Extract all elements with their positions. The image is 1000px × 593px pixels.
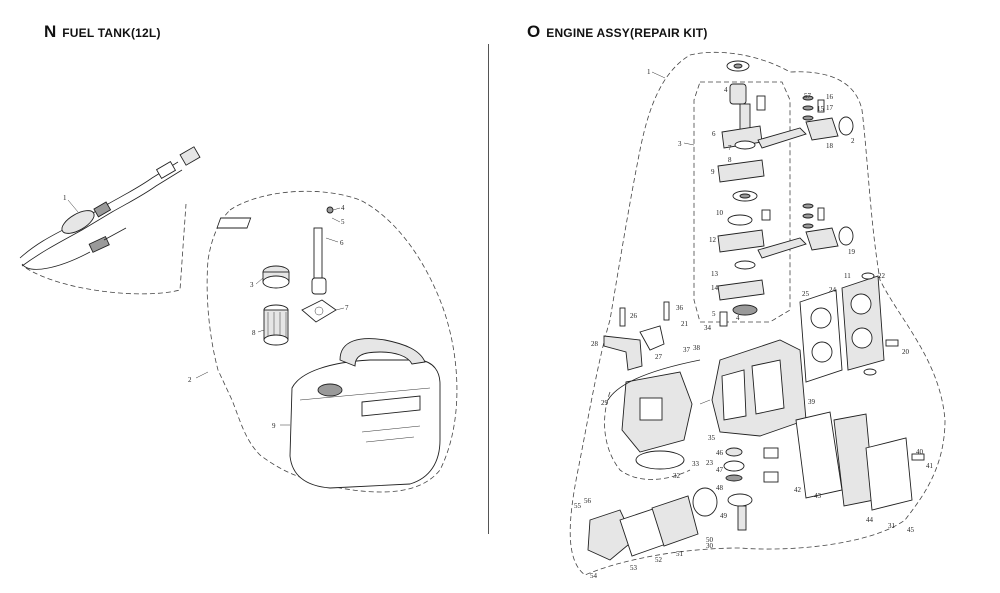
- section-divider: [488, 44, 489, 534]
- engine-assy-diagram: [569, 51, 946, 576]
- callout-o-48: 48: [716, 484, 724, 492]
- section-letter-o: O: [527, 22, 541, 41]
- callout-o-52: 52: [655, 556, 663, 564]
- callout-n-9: 9: [272, 422, 276, 430]
- callout-o-3: 3: [678, 140, 682, 148]
- cylinder-block: [699, 339, 807, 437]
- callout-o-49: 49: [720, 512, 728, 520]
- callout-o-16: 16: [826, 93, 834, 101]
- callout-o-44: 44: [866, 516, 874, 524]
- section-name-engine-assy: ENGINE ASSY(REPAIR KIT): [546, 26, 708, 40]
- callout-o-33: 33: [692, 460, 700, 468]
- callout-o-13: 13: [711, 270, 719, 278]
- callout-o-20: 20: [902, 348, 910, 356]
- callout-o-19: 19: [848, 248, 856, 256]
- fuel-gauge-assembly: [216, 206, 341, 295]
- carburetor: [604, 359, 701, 480]
- callout-o-42: 42: [794, 486, 802, 494]
- callout-o-29: 29: [601, 399, 609, 407]
- fuel-cap: [255, 265, 290, 289]
- callout-o-9: 9: [711, 168, 715, 176]
- callout-o-38: 38: [693, 344, 701, 352]
- callout-o-21: 21: [681, 320, 689, 328]
- callout-o-51: 51: [676, 550, 684, 558]
- callout-o-14: 14: [711, 284, 719, 292]
- section-title-engine-assy: O ENGINE ASSY(REPAIR KIT): [527, 22, 708, 42]
- fuel-hose-assembly: [19, 146, 201, 295]
- crankshaft-group-boundary: [693, 81, 791, 323]
- callout-o-2: 2: [851, 137, 855, 145]
- callout-o-54: 54: [590, 572, 598, 580]
- callout-n-7: 7: [345, 304, 349, 312]
- callout-o-23: 23: [706, 459, 714, 467]
- reed-valves: [795, 411, 913, 511]
- callout-o-18: 18: [826, 142, 834, 150]
- callout-o-46: 46: [716, 449, 724, 457]
- callout-o-41: 41: [926, 462, 934, 470]
- callout-n-3: 3: [250, 281, 254, 289]
- callout-o-43: 43: [814, 492, 822, 500]
- callout-n-4: 4: [341, 204, 345, 212]
- callout-o-55: 55: [574, 502, 582, 510]
- callout-o-39: 39: [808, 398, 816, 406]
- callout-o-32: 32: [673, 472, 681, 480]
- callout-n-6: 6: [340, 239, 344, 247]
- callout-o-50: 50: [706, 536, 714, 544]
- callout-n-2: 2: [188, 376, 192, 384]
- crankshaft-group: [717, 60, 854, 327]
- callout-o-11: 11: [844, 272, 851, 280]
- callout-n-8: 8: [252, 329, 256, 337]
- callout-o-31: 31: [888, 522, 896, 530]
- callout-o-12: 12: [709, 236, 717, 244]
- callout-o-28: 28: [591, 340, 599, 348]
- shaft-seal-group: [723, 447, 779, 531]
- callout-o-56: 56: [584, 497, 592, 505]
- gasket: [301, 299, 345, 323]
- callout-o-53: 53: [630, 564, 638, 572]
- callout-o-34: 34: [704, 324, 712, 332]
- engine-brackets: [603, 272, 925, 461]
- callout-o-7: 7: [728, 144, 732, 152]
- engine-callouts: 1 3 4 4 6 7 8 9 11 12 13 14 15 16 17 18 …: [574, 68, 934, 580]
- fuel-tank-diagram: 1 2 4 5 6 7 3: [19, 146, 458, 493]
- callout-o-10: 10: [716, 209, 724, 217]
- callout-o-27: 27: [655, 353, 663, 361]
- callout-o-40: 40: [916, 448, 924, 456]
- callout-o-35: 35: [708, 434, 716, 442]
- callout-o-36: 36: [676, 304, 684, 312]
- callout-o-4b: 4: [736, 314, 740, 322]
- callout-o-37: 37: [683, 346, 691, 354]
- callout-o-8: 8: [728, 156, 732, 164]
- section-letter-n: N: [44, 22, 57, 41]
- callout-o-30: 30: [706, 542, 714, 550]
- callout-o-24: 24: [829, 286, 837, 294]
- fuel-pump: [587, 487, 718, 561]
- fuel-filter: [257, 304, 289, 346]
- section-name-fuel-tank: FUEL TANK(12L): [62, 26, 161, 40]
- fuel-tank-body: [280, 338, 441, 489]
- engine-assy-boundary: [569, 51, 946, 576]
- callout-o-45: 45: [907, 526, 915, 534]
- callout-o-6: 6: [712, 130, 716, 138]
- fuel-tank-group-boundary: [206, 190, 458, 493]
- cylinder-head: [799, 275, 885, 383]
- callout-o-1: 1: [647, 68, 651, 76]
- callout-o-57: 57: [804, 92, 812, 100]
- callout-o-25: 25: [802, 290, 810, 298]
- callout-o-47: 47: [716, 466, 724, 474]
- callout-o-15: 15: [817, 105, 825, 113]
- callout-o-17: 17: [826, 104, 834, 112]
- callout-o-4a: 4: [724, 86, 728, 94]
- callout-n-5: 5: [341, 218, 345, 226]
- callout-o-5: 5: [712, 310, 716, 318]
- callout-o-22: 22: [878, 272, 886, 280]
- callout-n-1: 1: [63, 194, 67, 202]
- callout-o-26: 26: [630, 312, 638, 320]
- section-title-fuel-tank: N FUEL TANK(12L): [44, 22, 161, 42]
